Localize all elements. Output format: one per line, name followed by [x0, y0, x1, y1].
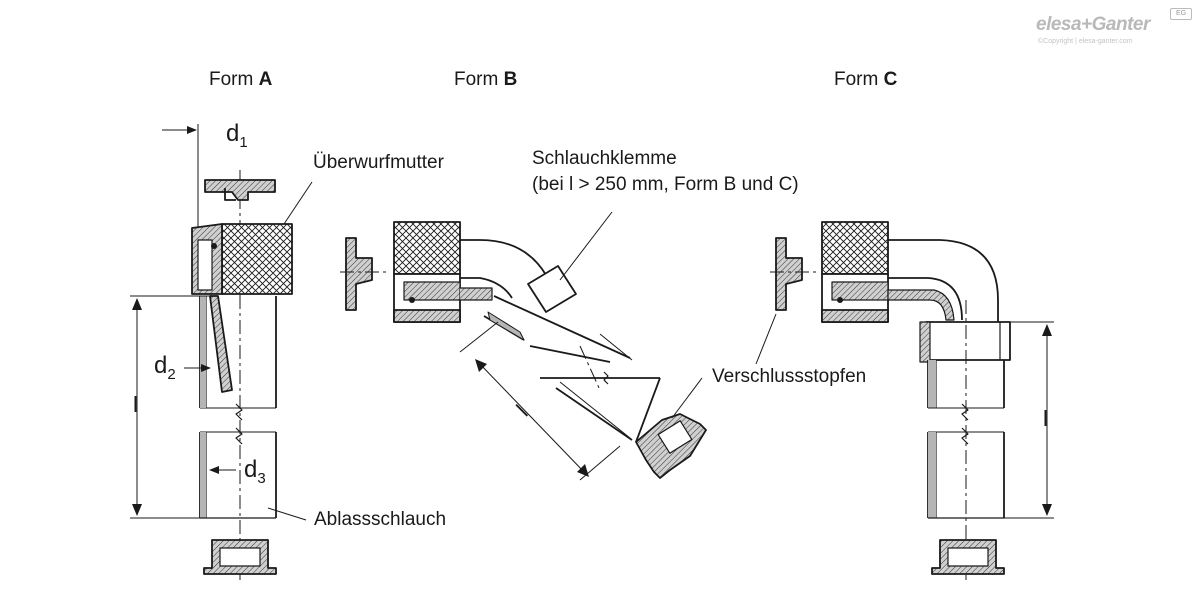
form-c-title: Form C: [834, 69, 898, 90]
form-c-drawing: [755, 221, 1054, 580]
form-b-drawing: [340, 211, 707, 481]
label-coupling-nut: Überwurfmutter: [313, 152, 444, 173]
dim-l-form-a: l: [133, 392, 138, 417]
brand-name: elesa+Ganter: [1036, 14, 1150, 35]
brand-logo: elesa+Ganter ©Copyright | elesa-ganter.c…: [1030, 8, 1195, 48]
label-drain-hose: Ablassschlauch: [314, 509, 447, 530]
dim-d1: d1: [226, 120, 248, 151]
dim-d3: d3: [244, 456, 266, 487]
brand-badge: EG: [1170, 8, 1192, 20]
dim-l-form-c: l: [1043, 406, 1048, 431]
label-hose-clamp-note: (bei l > 250 mm, Form B und C): [532, 174, 799, 195]
form-b-title: Form B: [454, 69, 518, 90]
dim-d2: d2: [154, 352, 176, 383]
form-a-drawing: [130, 124, 313, 580]
label-plug: Verschlussstopfen: [712, 366, 867, 387]
form-a-title: Form A: [209, 69, 273, 90]
brand-copyright: ©Copyright | elesa-ganter.com: [1038, 38, 1133, 45]
label-hose-clamp: Schlauchklemme: [532, 148, 677, 169]
